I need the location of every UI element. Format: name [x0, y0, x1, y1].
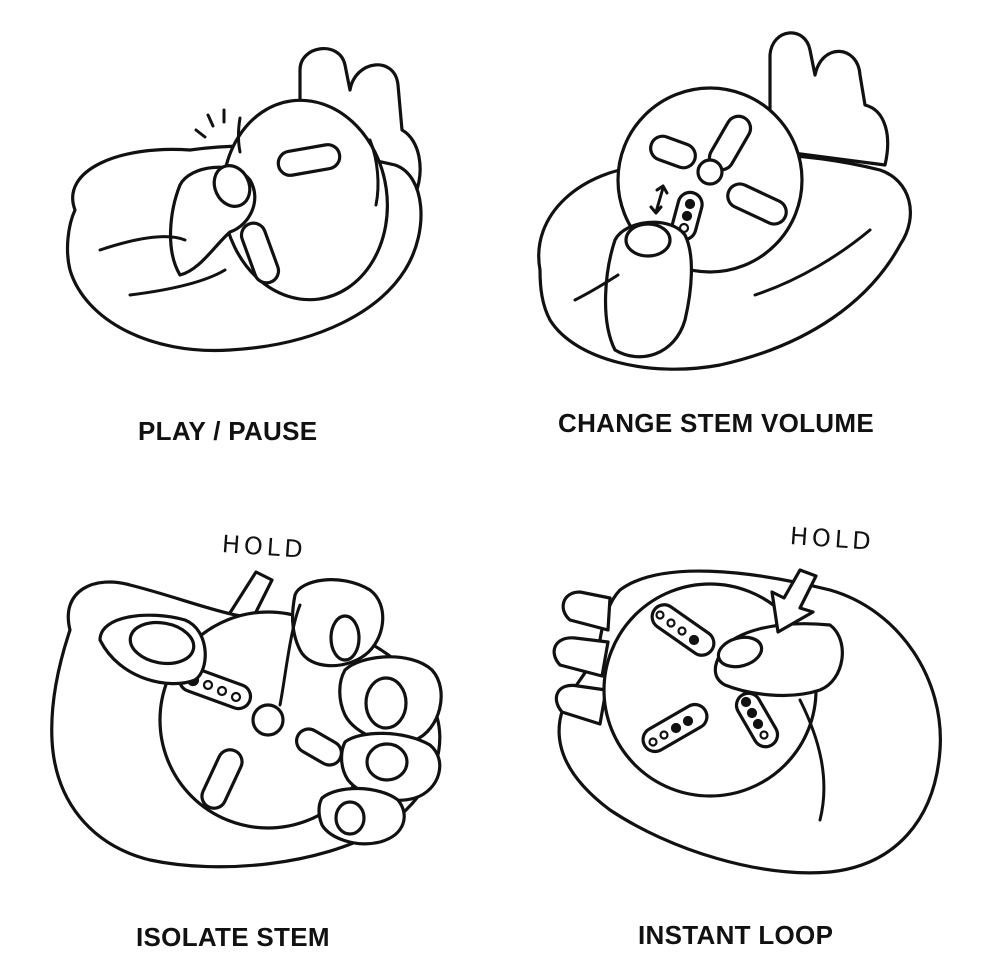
- hold-arrow-icon-loop: [770, 568, 818, 634]
- isolate-stem-illustration: [50, 570, 443, 869]
- panel-isolate-stem: HOLD ISOLATE STEM: [0, 480, 500, 973]
- caption-change-stem-volume: CHANGE STEM VOLUME: [558, 408, 874, 438]
- instant-loop-illustration: [552, 568, 942, 875]
- panel-change-stem-volume: CHANGE STEM VOLUME: [500, 0, 1000, 480]
- caption-play-pause: PLAY / PAUSE: [138, 416, 318, 446]
- change-stem-volume-illustration: [537, 31, 912, 371]
- play-pause-illustration: [65, 47, 423, 353]
- caption-instant-loop: INSTANT LOOP: [638, 920, 834, 950]
- caption-isolate-stem: ISOLATE STEM: [136, 922, 330, 952]
- panel-play-pause: PLAY / PAUSE: [0, 0, 500, 480]
- panel-instant-loop: HOLD INSTANT LOOP: [500, 480, 1000, 973]
